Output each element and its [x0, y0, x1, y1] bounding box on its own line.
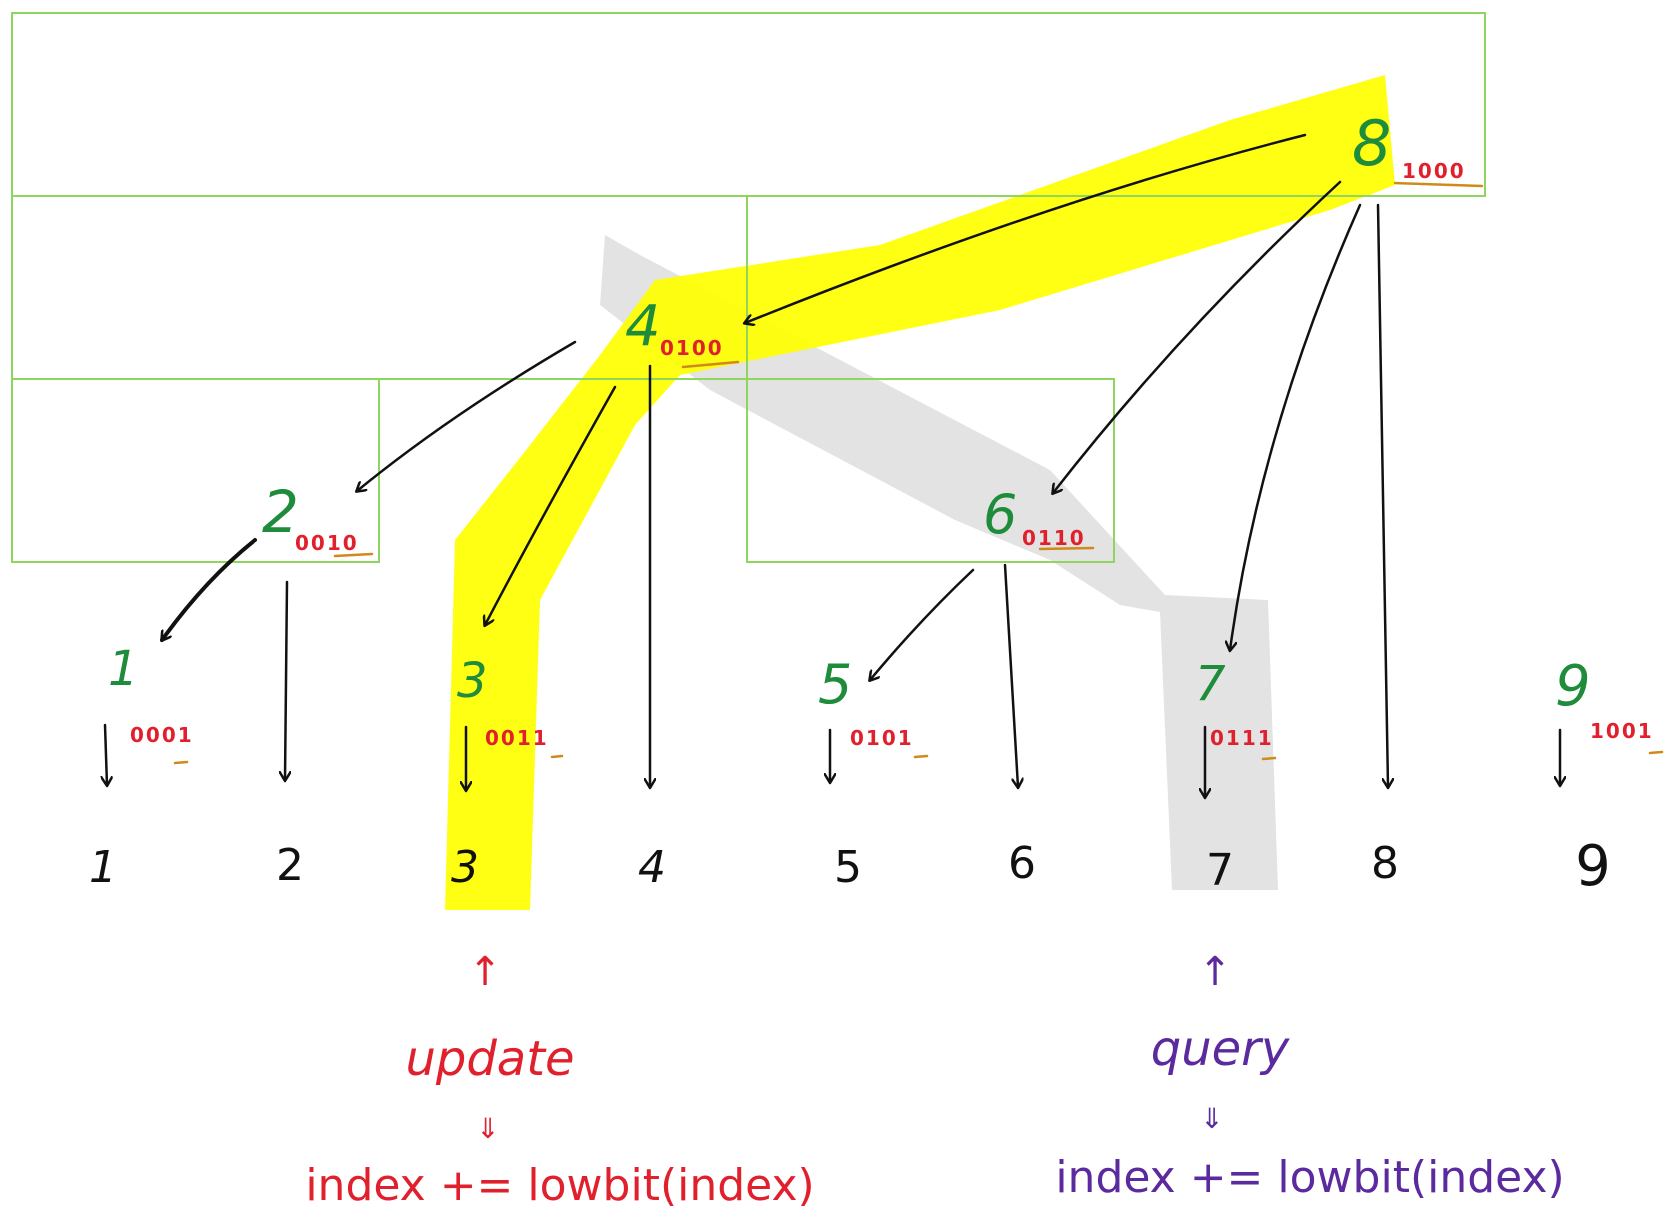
- binary-label-7: 0111: [1210, 726, 1274, 750]
- update-formula: index += lowbit(index): [305, 1160, 814, 1211]
- node-label-3: 3: [457, 653, 488, 709]
- arrow-4-to-2: [357, 340, 577, 491]
- arrow-2-to-2: [285, 580, 287, 780]
- query-path-highlight: [600, 235, 1278, 890]
- query-formula: index += lowbit(index): [1055, 1152, 1564, 1203]
- array-index-6: 6: [1008, 838, 1036, 889]
- range-boxes: [11, 12, 1486, 563]
- binary-label-2: 0010: [295, 531, 359, 555]
- node-label-7: 7: [1195, 656, 1226, 712]
- arrow-1-to-1: [105, 723, 107, 785]
- binary-label-1: 0001: [130, 723, 194, 747]
- arrow-6-to-5: [870, 568, 975, 680]
- query-annotation: ↑ query ⇓ index += lowbit(index): [1055, 949, 1564, 1203]
- array-index-3: 3: [451, 842, 479, 893]
- binary-label-8: 1000: [1402, 159, 1466, 183]
- arrow-8-to-7: [1230, 203, 1362, 650]
- array-index-7: 7: [1206, 845, 1234, 896]
- query-down-arrow: ⇓: [1200, 1102, 1223, 1135]
- array-index-8: 8: [1371, 838, 1399, 889]
- node-label-9: 9: [1555, 654, 1591, 719]
- node-label-2: 2: [262, 478, 299, 546]
- array-index-1: 1: [89, 842, 117, 893]
- binary-label-3: 0011: [485, 726, 549, 750]
- lowbit-underlines: [173, 181, 1664, 765]
- array-index-4: 4: [638, 842, 666, 893]
- arrow-6-to-6: [1003, 563, 1018, 787]
- arrow-8-to-8: [1376, 203, 1388, 787]
- node-label-6: 6: [983, 483, 1017, 546]
- node-label-8: 8: [1352, 107, 1391, 180]
- update-annotation: ↑ update ⇓ index += lowbit(index): [305, 949, 814, 1211]
- arrow-8-to-6: [1053, 180, 1342, 493]
- node-label-4: 4: [625, 294, 661, 359]
- node-label-5: 5: [818, 653, 852, 716]
- query-label: query: [1151, 1021, 1290, 1077]
- query-up-arrow: ↑: [1198, 949, 1232, 995]
- binary-label-4: 0100: [660, 336, 724, 360]
- range-box-2: [11, 378, 380, 563]
- update-down-arrow: ⇓: [476, 1112, 499, 1145]
- binary-label-5: 0101: [850, 726, 914, 750]
- range-box-8: [11, 12, 1486, 197]
- update-label: update: [405, 1031, 574, 1087]
- arrow-2-to-1: [160, 538, 257, 640]
- array-index-2: 2: [276, 840, 304, 891]
- array-index-9: 9: [1575, 834, 1611, 899]
- range-box-6: [746, 378, 1115, 563]
- arrow-8-to-4: [745, 133, 1307, 323]
- tree-arrows: [105, 133, 1560, 797]
- binary-label-9: 1001: [1590, 719, 1654, 743]
- update-path-highlight: [445, 75, 1395, 910]
- binary-label-6: 0110: [1022, 526, 1086, 550]
- update-up-arrow: ↑: [468, 949, 502, 995]
- node-label-1: 1: [108, 641, 139, 697]
- array-index-5: 5: [834, 842, 862, 893]
- arrow-4-to-3: [485, 385, 617, 625]
